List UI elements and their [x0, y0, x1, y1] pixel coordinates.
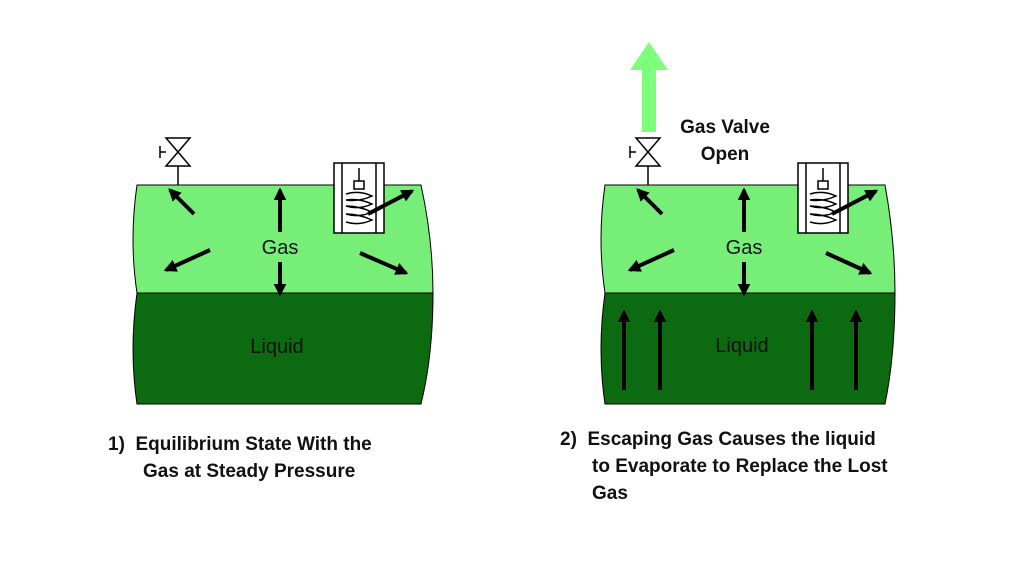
gas-valve-open-line1: Gas Valve	[680, 117, 770, 138]
arrow	[627, 248, 675, 272]
tank-2-relief-valve-icon	[797, 162, 849, 234]
arrow	[367, 189, 415, 216]
tank-2-liquid-label: Liquid	[715, 335, 768, 357]
caption-1-line2: Gas at Steady Pressure	[143, 461, 356, 482]
escaping-gas-arrow	[630, 42, 668, 132]
caption-2-line3: Gas	[592, 483, 628, 504]
caption-2: 2) Escaping Gas Causes the liquid to Eva…	[560, 426, 888, 507]
tank-2-evaporation-arrows	[617, 309, 863, 390]
caption-1-number: 1)	[108, 434, 125, 455]
tank-1-relief-valve-icon	[333, 162, 385, 234]
caption-1-line1: Equilibrium State With the	[135, 434, 372, 455]
arrow	[831, 189, 879, 216]
arrow	[163, 248, 211, 272]
tank-1-valve-icon	[159, 137, 192, 185]
tank-1-gas-label: Gas	[262, 237, 299, 259]
tank-2: Gas Liquid	[600, 42, 896, 405]
arrow	[636, 188, 664, 216]
caption-2-line1: Escaping Gas Causes the liquid	[587, 429, 876, 450]
tank-2-liquid-region	[600, 292, 896, 405]
gas-valve-open-line2: Open	[700, 144, 750, 165]
arrow	[168, 188, 196, 216]
tank-1-liquid-label: Liquid	[250, 336, 303, 358]
tank-2-valve-icon	[629, 137, 662, 185]
tank-1-liquid-region	[132, 292, 434, 405]
gas-valve-open-label: Gas Valve Open	[666, 114, 784, 168]
caption-2-number: 2)	[560, 429, 577, 450]
tank-2-pressure-arrows	[627, 187, 879, 297]
tank-1-pressure-arrows	[163, 187, 415, 297]
arrow	[359, 251, 409, 275]
tank-2-gas-label: Gas	[726, 237, 763, 259]
caption-1: 1) Equilibrium State With the Gas at Ste…	[108, 431, 372, 485]
arrow	[825, 251, 873, 275]
tank-1: Gas Liquid	[132, 137, 434, 405]
caption-2-line2: to Evaporate to Replace the Lost	[592, 456, 888, 477]
